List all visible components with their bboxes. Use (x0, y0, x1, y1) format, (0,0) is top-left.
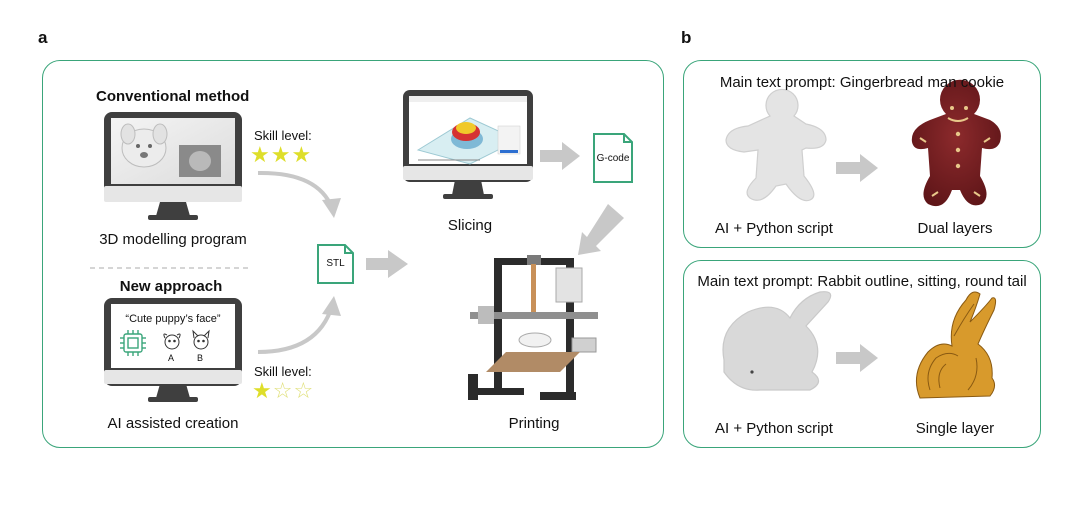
gingerbread-right-caption: Dual layers (917, 220, 993, 237)
conventional-method-heading: Conventional method (96, 88, 250, 105)
panel-letter-b: b (681, 28, 692, 47)
option-a-label: A (168, 353, 175, 363)
gcode-file-label: G-code (596, 153, 630, 164)
monitor-slicing-icon (403, 90, 533, 199)
skill-stars-low: ★☆☆ (252, 380, 314, 402)
puppy-option-a-icon (163, 333, 181, 350)
ai-assisted-caption: AI assisted creation (107, 415, 239, 432)
rabbit-left-caption: AI + Python script (715, 420, 833, 437)
panel-b-bottom-frame (683, 260, 1041, 448)
puppy-option-b-icon (192, 329, 210, 350)
panel-letter-a: a (38, 28, 48, 47)
monitor-conventional-icon (104, 112, 242, 220)
monitor-new-approach-icon (104, 298, 242, 402)
ai-chip-icon (120, 330, 146, 356)
skill-level-label-1: Skill level: (254, 128, 312, 143)
skill-star-empty: ☆☆ (272, 378, 315, 403)
printing-caption: Printing (508, 415, 560, 432)
skill-stars-high: ★★★ (250, 142, 313, 167)
rabbit-model-icon (722, 291, 832, 391)
rabbit-print-icon (915, 291, 997, 399)
conventional-method-caption: 3D modelling program (99, 231, 247, 248)
panel-b-top-frame (683, 60, 1041, 248)
stl-file-icon (317, 244, 354, 284)
gingerbread-model-icon (725, 88, 827, 202)
gingerbread-prompt: Main text prompt: Gingerbread man cookie (719, 74, 1005, 91)
new-approach-heading: New approach (119, 278, 223, 295)
prompt-quote: “Cute puppy’s face” (125, 313, 221, 325)
option-b-label: B (197, 353, 204, 363)
gingerbread-cookie-icon (911, 79, 1001, 207)
skill-star-filled: ★ (252, 378, 273, 403)
slicing-caption: Slicing (447, 217, 493, 234)
gingerbread-left-caption: AI + Python script (715, 220, 833, 237)
printer-3d-icon (468, 255, 598, 400)
rabbit-prompt: Main text prompt: Rabbit outline, sittin… (697, 273, 1027, 290)
skill-level-label-2: Skill level: (254, 364, 312, 379)
gcode-file-icon (593, 133, 633, 183)
rabbit-right-caption: Single layer (915, 420, 995, 437)
stl-file-label: STL (326, 258, 345, 269)
panel-a-frame (42, 60, 664, 448)
